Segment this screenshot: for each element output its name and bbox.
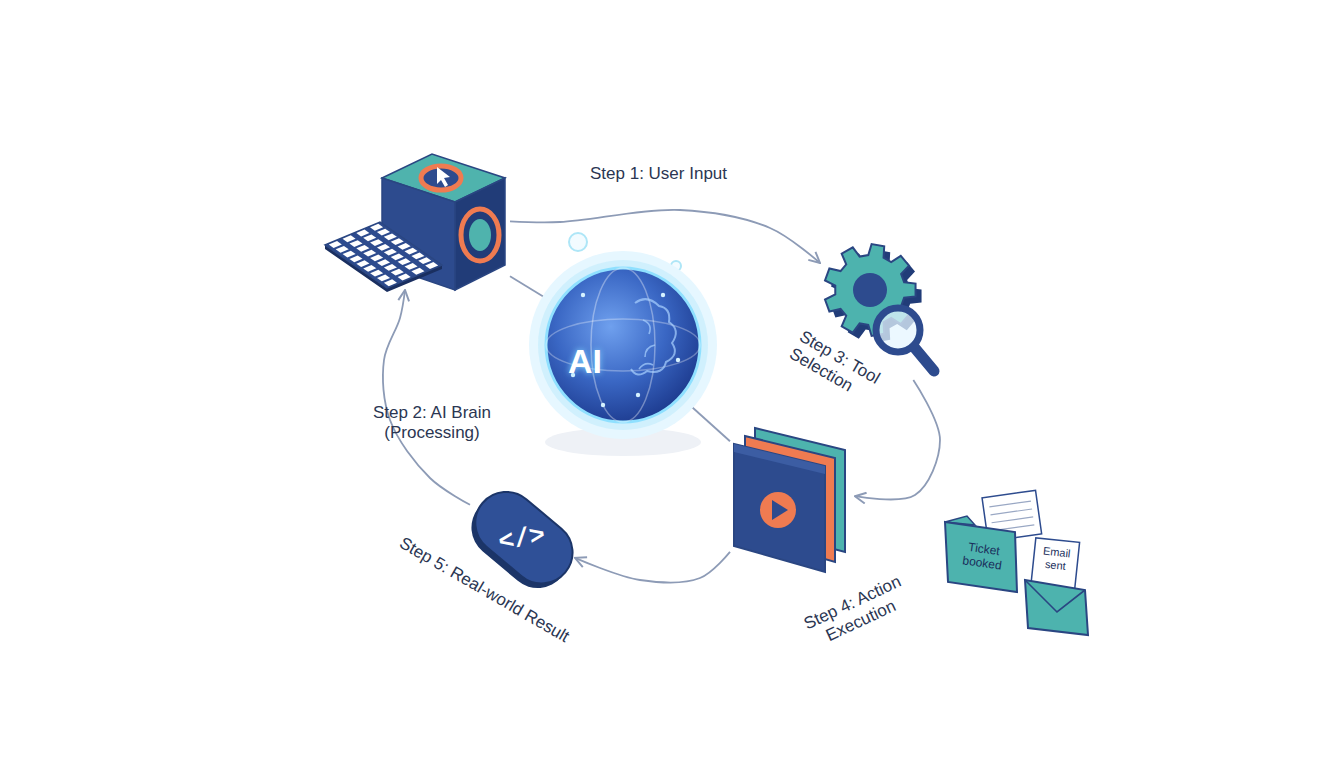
ticket-card: Ticket booked [945,492,1040,592]
paper-line [992,517,1034,523]
tool-gear: Step 3: Tool Selection [820,230,940,380]
keyboard-key [377,259,390,266]
envelope-flap [1025,580,1085,612]
flow-arrow [575,552,730,583]
sphere-glow [529,251,717,439]
node-outline [730,420,855,575]
paper-line [990,509,1032,515]
sphere-halo [538,260,708,430]
email-card: Email sent [1025,540,1090,635]
keyboard-key [425,262,438,269]
keyboard-key [411,268,424,275]
flow-arrow [855,380,940,499]
step-label: Step 1: User Input [590,164,765,184]
keyboard-key [377,229,390,236]
flow-arrow [510,210,820,263]
keyboard-key [370,270,383,277]
keyboard-key [370,254,383,261]
keyboard-key [398,258,411,265]
cursor-arrow [437,167,450,187]
keyboard-key [391,269,404,276]
brain-outline [631,299,676,374]
keyboard-key [411,253,424,260]
keyboard-key [349,255,362,262]
ai-sphere [546,268,700,422]
keyboard-key [356,245,369,252]
keyboard-key [384,279,397,286]
keyboard-key [384,264,397,271]
keyboard-key [391,254,404,261]
step-label: Step 4: Action Execution [790,567,923,658]
brain-fold [639,320,655,369]
node-outline [945,492,1040,592]
paper-line [989,501,1031,507]
keyboard-key [343,235,356,242]
keyboard-key [329,241,342,248]
node-outline [325,150,510,290]
result-code-pill: </>Step 5: Real-world Result [470,490,575,590]
result-note: Email sent [1034,544,1079,575]
keyboard-key [356,230,369,237]
keyboard-key [343,251,356,258]
keyboard-key [418,257,431,264]
play-triangle [772,500,788,520]
keyboard-key [384,249,397,256]
cube-right-face [455,178,505,290]
magnifier-lens [876,308,920,352]
keyboard-key [377,275,390,282]
network-dot [581,293,585,297]
keyboard-key [370,224,383,231]
ticket-folder [945,522,1017,592]
keyboard-key [405,263,418,270]
keyboard-key [398,274,411,281]
keyboard-base [325,222,442,288]
cursor-badge [421,166,461,190]
ai-brain-sphere: AIStep 2: AI Brain (Processing) [543,265,703,425]
input-computer: Step 1: User Input [325,150,510,290]
keyboard-key [356,260,369,267]
keyboard-key [336,246,349,253]
keyboard-key [404,248,417,255]
window-titlebar [734,444,825,474]
keyboard-key [363,234,376,241]
window-front [734,444,825,572]
keyboard-key [370,239,383,246]
flow-arrow [383,290,470,505]
keyboard-key [384,233,397,240]
action-window: Step 4: Action Execution [730,420,855,575]
node-outline [543,265,703,425]
network-dot [661,293,665,297]
gear-ring [461,209,499,261]
keyboard-key [363,250,376,257]
keyboard-key [377,244,390,251]
ai-label: AI [555,341,615,382]
step-label: Step 2: AI Brain (Processing) [356,403,508,444]
keyboard-key [363,265,376,272]
network-dot [601,403,605,407]
magnifier-handle [914,347,934,371]
network-dot [636,393,640,397]
play-button [760,492,796,528]
keyboard-key [391,238,404,245]
gear-hub [469,219,491,251]
keyboard-key [349,240,362,247]
keyboard-key [398,243,411,250]
gear-hole [853,273,887,307]
envelope [1025,580,1088,635]
network-dot [676,358,680,362]
bubble [569,233,587,251]
